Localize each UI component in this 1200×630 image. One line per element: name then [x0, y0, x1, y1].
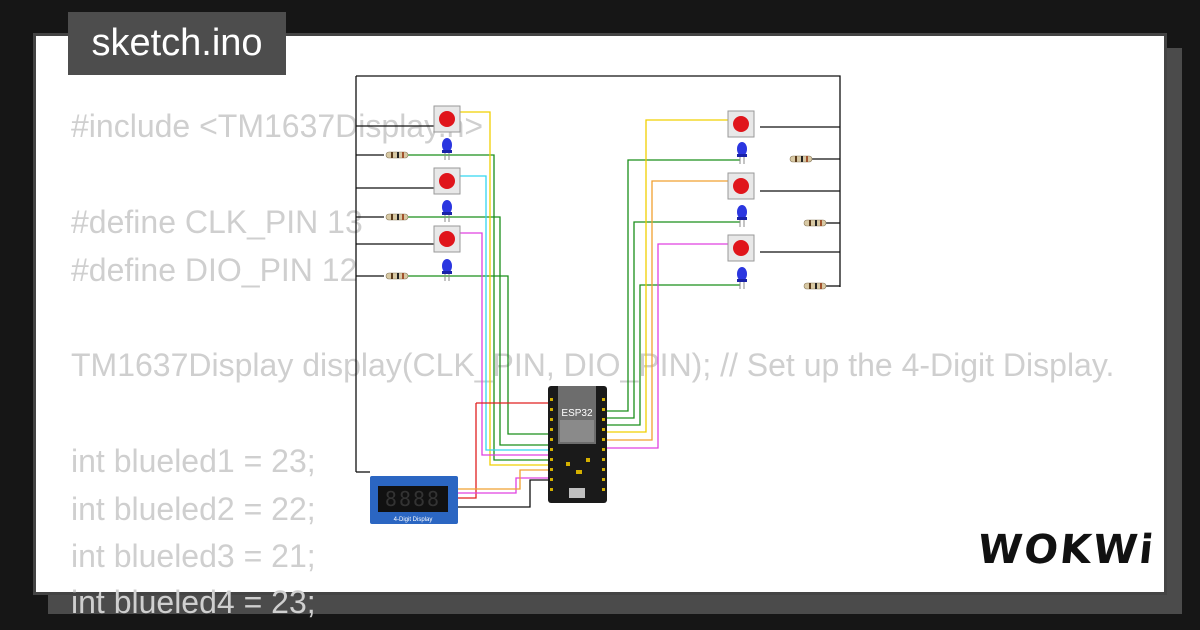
display-digits: 8888: [385, 487, 441, 511]
code-line: int blueled4 = 23;: [71, 584, 316, 620]
code-line: #define CLK_PIN 13: [71, 204, 363, 240]
code-line: #define DIO_PIN 12: [71, 252, 358, 288]
display-label: 4-Digit Display: [394, 517, 433, 523]
code-line: int blueled1 = 23;: [71, 443, 316, 479]
black-wires: [355, 75, 841, 508]
signal-wires: [408, 111, 740, 499]
four-digit-display: 8888 4-Digit Display: [370, 476, 458, 524]
esp32-board: ESP32: [548, 386, 607, 503]
resistors: [385, 151, 827, 290]
sketch-title: sketch.ino: [68, 12, 286, 75]
push-buttons: [433, 105, 755, 262]
code-line: TM1637Display display(CLK_PIN, DIO_PIN);…: [71, 347, 1115, 383]
blue-leds: [442, 138, 747, 289]
esp32-label: ESP32: [561, 408, 593, 419]
wokwi-logo: WOKWi: [975, 527, 1158, 573]
code-line: int blueled2 = 22;: [71, 491, 316, 527]
code-line: int blueled3 = 21;: [71, 538, 316, 574]
